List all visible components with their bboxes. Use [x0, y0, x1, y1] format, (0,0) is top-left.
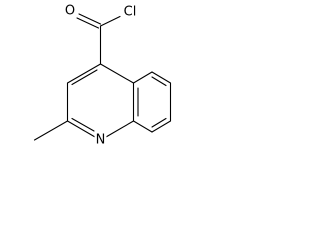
bond-c4-c3: [66, 63, 102, 84]
bond-c2-methyl: [33, 120, 69, 141]
bond-n1-c8a: [105, 120, 135, 138]
bond-carbonyl-outer: [78, 13, 102, 25]
bond-c8-c8a: [132, 120, 153, 133]
bond-c2-n1: [66, 120, 96, 138]
atom-chlorine-text: Cl: [124, 5, 137, 20]
atom-chlorine: Cl: [122, 5, 138, 20]
bonds: [33, 13, 172, 141]
bond-carbonyl-inner: [76, 17, 100, 29]
bond-c5-c6: [151, 71, 172, 84]
bond-c7-c8-inner: [151, 117, 167, 128]
bond-c5-c6-inner: [151, 76, 167, 87]
bond-c4a-c4: [99, 63, 135, 84]
atom-oxygen: O: [64, 4, 76, 19]
bond-c2-n1-inner: [71, 117, 95, 132]
bond-c4-c3-inner: [71, 69, 98, 86]
atom-nitrogen-text: N: [96, 133, 106, 148]
structure-diagram: O ClN: [33, 4, 172, 148]
bond-c4a-c5: [132, 71, 153, 84]
atom-oxygen-text: O: [65, 4, 75, 19]
atom-nitrogen: N: [94, 133, 107, 148]
bond-c7-c8: [151, 120, 172, 133]
bond-carbon-chlorine: [99, 15, 121, 27]
